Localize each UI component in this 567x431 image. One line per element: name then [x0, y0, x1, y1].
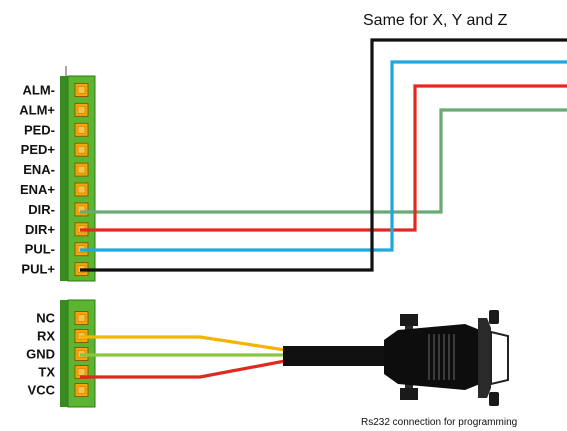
wire-dir-minus-green	[80, 108, 567, 214]
terminal-screw-dir-minus	[74, 202, 89, 217]
serial-wires	[80, 335, 286, 379]
terminal-screw-ena-minus	[74, 162, 89, 177]
connector-flange	[478, 318, 491, 398]
pin-label: RX	[37, 329, 55, 344]
terminal-screw-alm-minus	[74, 83, 89, 97]
pin-label: PUL-	[25, 242, 55, 257]
wire-tx-red	[80, 359, 286, 379]
caption: Same for X, Y and Z	[363, 12, 508, 29]
terminal-screw-alm-plus	[74, 102, 89, 117]
cable-sheath	[283, 346, 388, 366]
driver-block-side	[60, 76, 69, 281]
thumbscrew-bottom-head	[400, 388, 418, 400]
pin-label: VCC	[28, 383, 56, 398]
driver-terminal-block: ALM- ALM+ PED- PED+ ENA- ENA+ DIR- DIR+ PUL- PUL+	[19, 66, 96, 282]
thumbscrew-top-head	[400, 314, 418, 326]
pin-label: ENA-	[23, 162, 55, 177]
pin-label: NC	[36, 311, 55, 326]
pin-label: DIR-	[28, 202, 55, 217]
pin-label: PUL+	[21, 262, 55, 277]
wire-rx-yellow	[80, 335, 286, 352]
pin-label: ALM-	[23, 83, 56, 98]
serial-block-side	[60, 300, 69, 407]
wire-pul-minus-blue	[80, 60, 567, 252]
db9-connector	[384, 310, 509, 406]
thumbscrew-bottom-neck	[405, 382, 413, 388]
pin-label: PED-	[24, 122, 55, 137]
terminal-screw-ena-plus	[74, 182, 89, 197]
terminal-screw-nc	[74, 311, 89, 325]
connector-caption: Rs232 connection for programming	[361, 417, 517, 428]
pin-label: ENA+	[20, 182, 55, 197]
flange-screw-top	[489, 310, 499, 324]
terminal-screw-ped-plus	[74, 142, 89, 157]
serial-terminal-block: NC RX GND TX VCC	[26, 299, 96, 408]
driver-wires	[80, 38, 567, 272]
dsub-shell	[490, 330, 509, 386]
thumbscrew-top-neck	[405, 326, 413, 332]
pin-label: DIR+	[25, 222, 55, 237]
terminal-screw-vcc	[74, 383, 89, 397]
wire-dir-plus-red	[80, 84, 567, 232]
flange-screw-bottom	[489, 392, 499, 406]
pin-label: TX	[38, 365, 55, 380]
connector-hood	[384, 324, 480, 390]
serial-cable	[283, 346, 388, 366]
pin-label: ALM+	[19, 102, 55, 117]
pin-label: PED+	[21, 142, 56, 157]
hood-grip	[428, 334, 455, 380]
wire-pul-plus-black	[80, 38, 567, 272]
terminal-screw-ped-minus	[74, 122, 89, 137]
pin-label: GND	[26, 347, 55, 362]
